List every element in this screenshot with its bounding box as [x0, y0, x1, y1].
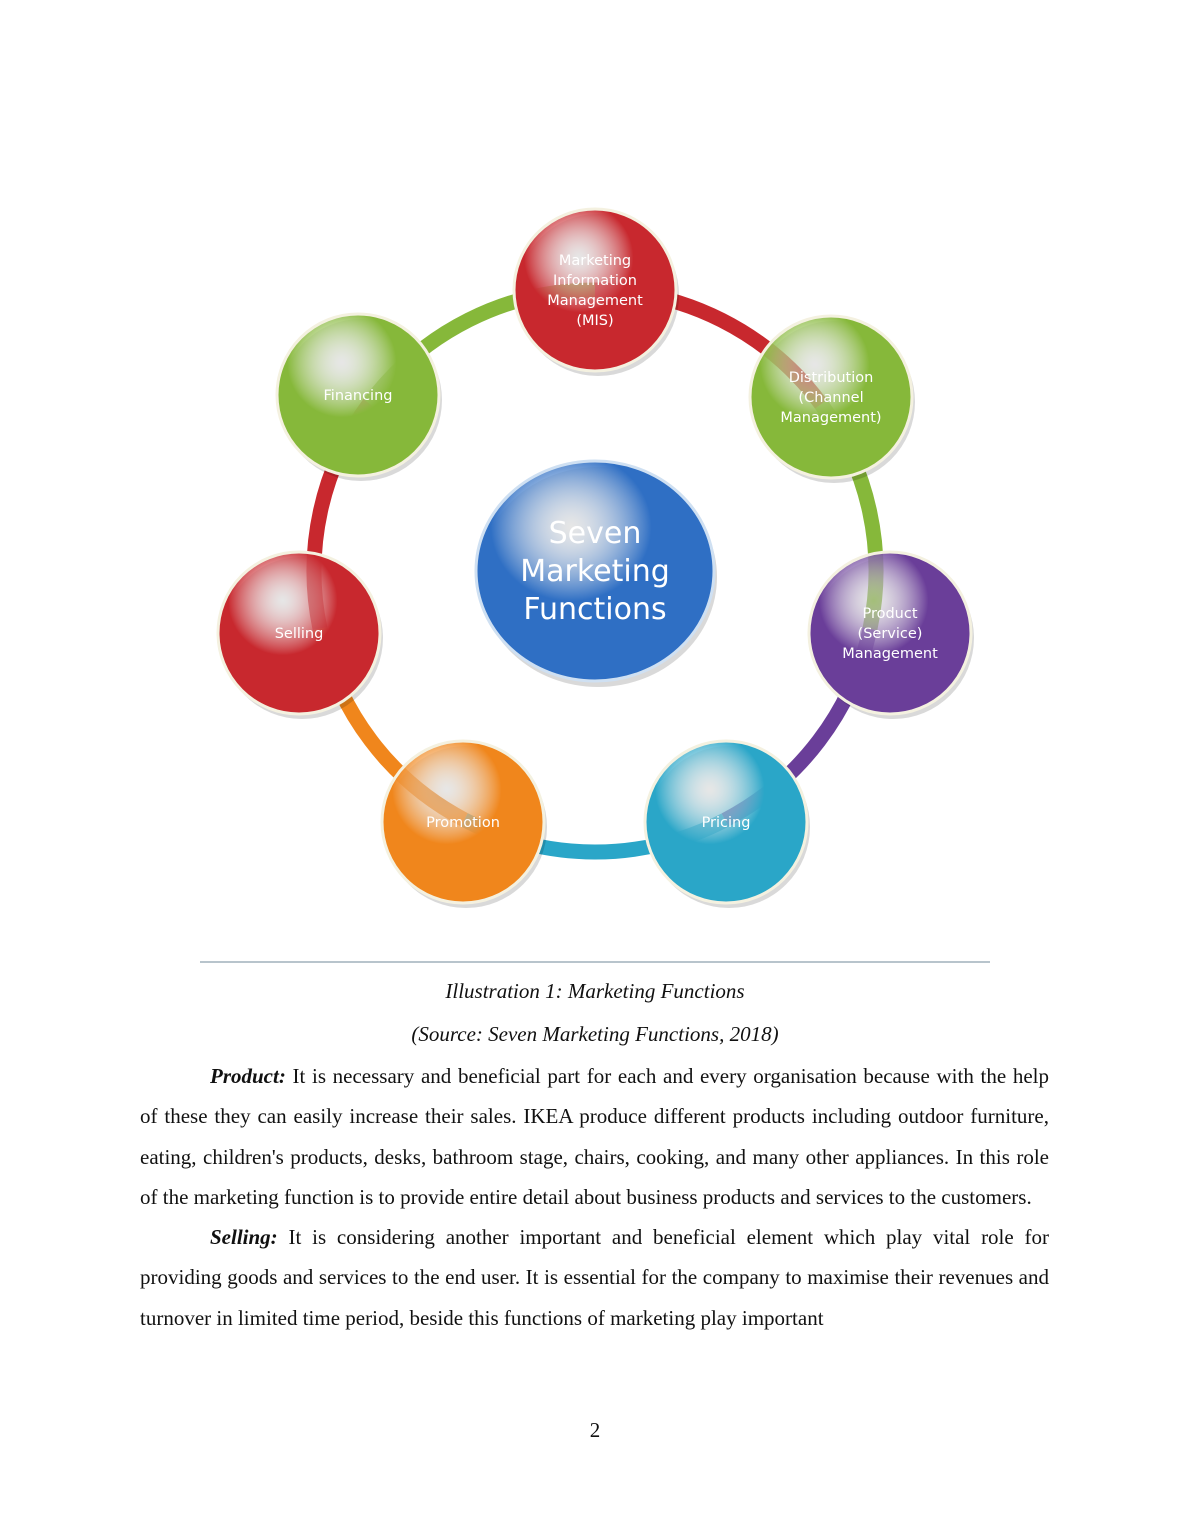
paragraph-lead: Selling: — [210, 1225, 278, 1250]
center-label: Seven — [549, 516, 642, 551]
illustration-caption: Illustration 1: Marketing Functions — [445, 979, 745, 1003]
node-label: (MIS) — [576, 313, 613, 329]
function-node: Promotion — [380, 739, 547, 908]
paragraph-selling: Selling: It is considering another impor… — [140, 1217, 1049, 1338]
node-label: Marketing — [559, 253, 631, 269]
illustration-source: (Source: Seven Marketing Functions, 2018… — [411, 1022, 779, 1046]
node-label: (Service) — [858, 626, 923, 642]
node-label: Promotion — [426, 815, 500, 831]
function-node: Product (Service) Management — [807, 550, 974, 719]
center-label: Functions — [523, 592, 666, 627]
body-text: Product: It is necessary and beneficial … — [140, 1056, 1049, 1338]
node-label: Pricing — [702, 815, 751, 831]
function-node: Selling — [216, 550, 383, 719]
center-label: Marketing — [520, 554, 670, 589]
paragraph-text: It is necessary and beneficial part for … — [140, 1064, 1049, 1209]
node-label: Information — [553, 273, 637, 289]
paragraph-lead: Product: — [210, 1064, 286, 1088]
node-label: Financing — [324, 388, 393, 404]
node-label: Selling — [275, 626, 324, 642]
paragraph-text: It is considering another important and … — [140, 1225, 1049, 1330]
function-node: Pricing — [643, 739, 810, 908]
divider — [200, 961, 990, 963]
node-label: Distribution — [789, 370, 874, 386]
seven-marketing-functions-diagram: MarketingInformationManagement(MIS)Distr… — [216, 207, 974, 908]
page-number: 2 — [589, 1418, 601, 1442]
paragraph-product: Product: It is necessary and beneficial … — [140, 1056, 1049, 1217]
node-label: Management) — [780, 410, 881, 426]
node-label: (Channel — [798, 390, 863, 406]
node-label: Management — [547, 293, 643, 309]
function-node: Financing — [275, 312, 442, 481]
node-label: Product — [862, 606, 917, 622]
node-label: Management — [842, 646, 938, 662]
